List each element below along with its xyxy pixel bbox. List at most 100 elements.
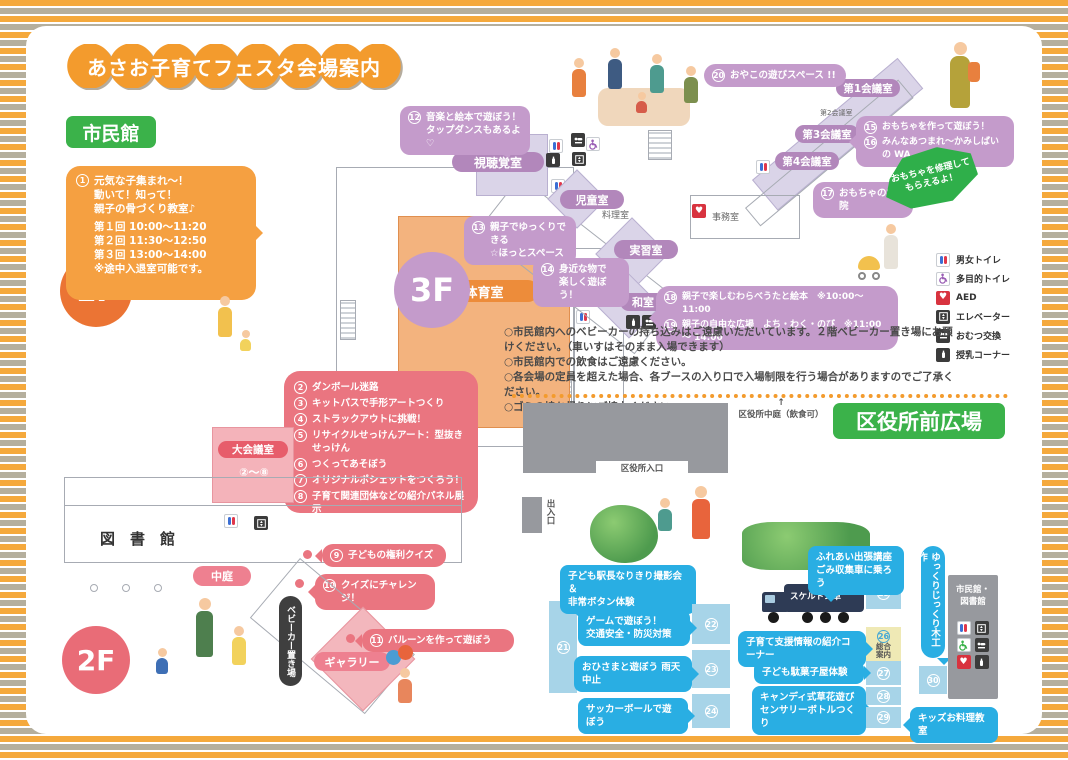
courtyard-marker xyxy=(154,584,162,592)
event18-19-bubble: 18 親子で楽しむわらべうたと絵本 ※10:00～11:00 19 親子の自由な… xyxy=(656,286,898,350)
child-illustration xyxy=(636,92,647,113)
quiz1-text: 子どもの権利クイズ xyxy=(348,550,434,561)
event-text: リサイクルせっけんアート：型抜きせっけん xyxy=(312,430,463,454)
event13-line2: ☆ほっとスペース xyxy=(490,248,564,259)
floor1-stairs xyxy=(340,300,356,340)
av-room-label: 視聴覚室 xyxy=(452,152,544,172)
event1-sched4: ※途中入退室可能です。 xyxy=(94,263,209,275)
booth27-number: 27 xyxy=(877,666,890,680)
note-line: ○市民館内へのベビーカーの持ち込みはご遠慮いただいています。２階ベビーカー置き場… xyxy=(504,326,953,353)
event13-bubble: 13 親子でゆっくりできる ☆ほっとスペース xyxy=(464,216,576,265)
quiz1-number: 9 xyxy=(330,549,343,562)
balloon-illustration xyxy=(386,650,401,665)
balloon-bubble: 11 バルーンを作って遊ぼう xyxy=(362,629,514,652)
balloon-text: バルーンを作って遊ぼう xyxy=(388,635,492,646)
child-illustration xyxy=(240,330,251,351)
nursing-icon xyxy=(936,347,950,362)
booth28-area: 28 xyxy=(866,687,901,705)
poster-title-text: あさお子育てフェスタ会場案内 xyxy=(87,55,381,80)
booth29-area: 29 xyxy=(866,707,901,728)
event12-line2: タップダンスもあるよ♡ xyxy=(426,125,521,149)
stroller-wheel xyxy=(872,272,880,280)
booth22-bubble: ゲームで遊ぼう！ 交通安全・防災対策 xyxy=(578,610,690,646)
event20-number: 20 xyxy=(712,69,725,82)
booth28-line2: センサリーボトルつくり xyxy=(760,705,856,729)
booth28-number: 28 xyxy=(877,689,890,703)
quiz2-bubble: 10 クイズにチャレンジ！ xyxy=(315,574,435,610)
main-conference-room-label: 大会議室 xyxy=(218,441,288,458)
event15-number: 15 xyxy=(864,121,877,134)
event-number: 5 xyxy=(294,429,307,442)
nursing-icon xyxy=(974,655,989,669)
main-conference-room-range: ②～⑧ xyxy=(239,466,269,479)
event-text: キットパスで手形アートつくり xyxy=(312,398,445,409)
event-text: オリジナルポシェットをつくろう！ xyxy=(312,475,465,486)
event20-text: おやこの遊びスペース !! xyxy=(730,70,836,81)
aed-icon: ♥ xyxy=(956,655,971,669)
info-desk-label: 総合案内 xyxy=(876,641,891,659)
legend-label: エレベーター xyxy=(956,313,1011,323)
diaper-change-icon xyxy=(571,133,585,147)
mf-toilet-icon xyxy=(576,310,590,324)
event16-number: 16 xyxy=(864,136,877,149)
booth30-number: 30 xyxy=(926,673,940,687)
event18-text: 親子で楽しむわらべうたと絵本 ※10:00～11:00 xyxy=(682,292,864,315)
event14-bubble: 14 身近な物で 楽しく遊ぼう！ xyxy=(533,258,629,307)
event12-bubble: 12 音楽と絵本で遊ぼう！ タップダンスもあるよ♡ xyxy=(400,106,530,155)
plaza-child-illustration xyxy=(658,498,672,531)
booth21-line2: 非常ボタン体験 xyxy=(568,597,635,608)
truck-label: スケルトン車 xyxy=(790,592,842,602)
booth23-number: 23 xyxy=(704,662,718,676)
pregnant-woman-illustration xyxy=(950,42,970,108)
legend-label: AED xyxy=(956,292,977,303)
civic-hall-building: 市民館・ 図書館 ♥ xyxy=(948,575,998,699)
event-text: ダンボール迷路 xyxy=(312,382,379,393)
event-number: 6 xyxy=(294,458,307,471)
event15-text: おもちゃを作って遊ぼう！ xyxy=(882,122,990,132)
tree-illustration xyxy=(590,505,658,563)
booth22-line2: 交通安全・防災対策 xyxy=(586,629,672,640)
kaigi4-room-label: 第4会議室 xyxy=(775,152,839,170)
booth24-bubble: サッカーボールで遊ぼう xyxy=(578,698,688,734)
legend-label: 多目的トイレ xyxy=(956,275,1011,285)
diaper-change-icon xyxy=(974,638,989,652)
booth25-bubble: ふれあい出張講座 ごみ収集車に乗ろう xyxy=(808,546,904,602)
mf-toilet-icon xyxy=(224,514,238,528)
elevator-icon xyxy=(254,516,268,530)
event1-line3: 親子の骨づくり教室♪ xyxy=(94,203,196,215)
stroller-mother-illustration xyxy=(884,224,898,269)
legend-row: エレベーター xyxy=(936,307,1010,326)
girl-illustration xyxy=(232,626,246,665)
event1-line2: 動いて！知って！ xyxy=(94,189,178,201)
booth22-number: 22 xyxy=(704,617,718,631)
booth29-number: 29 xyxy=(877,711,890,724)
elevator-icon xyxy=(572,152,586,166)
booth28-line1: キャンディ式草花遊び xyxy=(760,692,855,703)
balloon-girl-illustration xyxy=(398,668,412,703)
booth25-line2: ごみ収集車に乗ろう xyxy=(816,565,893,589)
balloon-illustration xyxy=(398,645,413,660)
aed-icon: ♥ xyxy=(936,290,950,305)
booth28-bubble: キャンディ式草花遊び センサリーボトルつくり xyxy=(752,686,866,735)
father-illustration xyxy=(196,598,213,657)
booth21-line1: 子ども駅長なりきり撮影会＆ xyxy=(568,571,683,595)
event-number: 8 xyxy=(294,490,307,503)
floor2-badge: 2F xyxy=(62,626,130,694)
plaza-adult-illustration xyxy=(692,486,710,539)
event-number: 3 xyxy=(294,397,307,410)
mf-toilet-icon xyxy=(956,621,971,635)
booth27-line1: 子ども駄菓子屋体験 xyxy=(762,667,848,678)
event1-line1: 元気な子集まれ～！ xyxy=(94,175,189,187)
person-illustration xyxy=(572,58,586,97)
event1-sched1: 第１回 10:00～11:20 xyxy=(94,221,207,233)
person-illustration xyxy=(684,66,698,103)
gallery-label: ギャラリー xyxy=(314,652,390,671)
jimu-room-label: 事務室 xyxy=(712,213,740,223)
booth22-line1: ゲームで遊ぼう！ xyxy=(586,616,662,627)
booth24-line1: サッカーボールで遊ぼう xyxy=(586,704,672,728)
ryori-room-label: 料理室 xyxy=(602,211,630,221)
booth24-number: 24 xyxy=(704,704,718,718)
booth23-bubble: おひさまと遊ぼう 雨天中止 xyxy=(574,656,692,692)
